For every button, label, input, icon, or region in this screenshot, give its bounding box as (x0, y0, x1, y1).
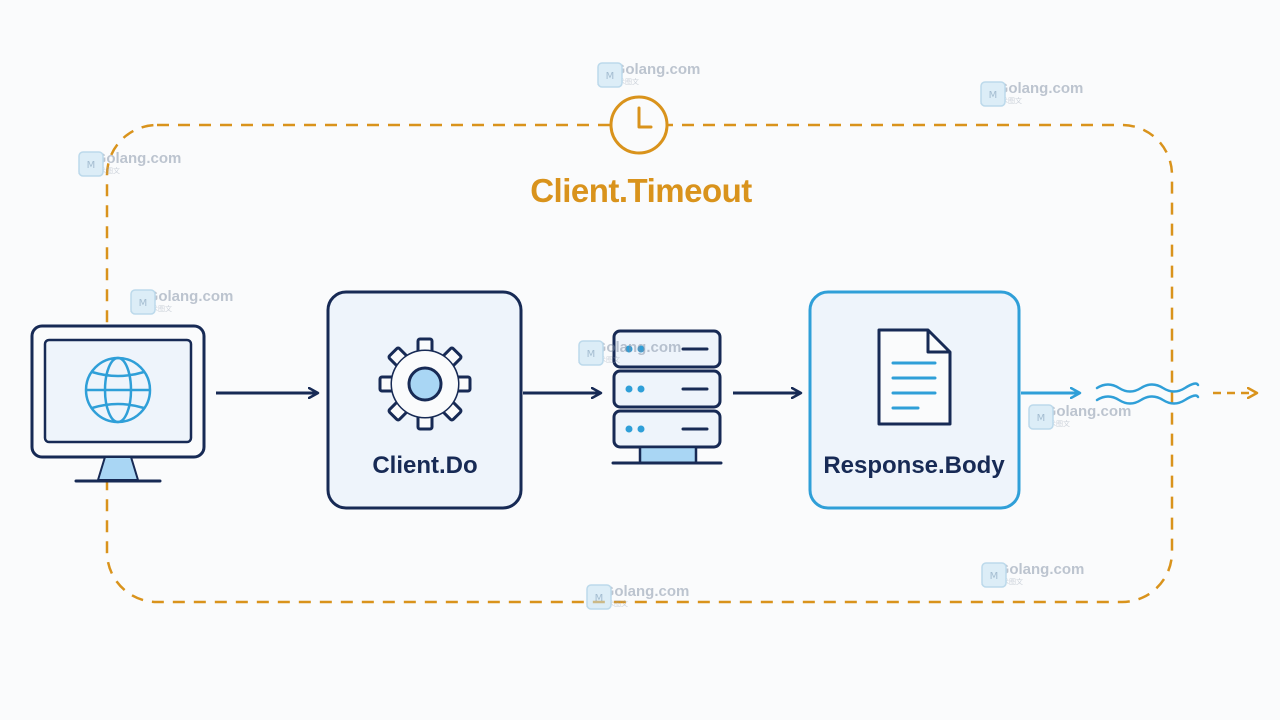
wave-stream-icon (1095, 382, 1200, 405)
gear-icon (378, 337, 472, 431)
timeout-label: Client.Timeout (530, 172, 752, 209)
client-do-label: Client.Do (372, 452, 478, 479)
server-rack-icon (611, 329, 723, 465)
client-do-box (326, 290, 523, 510)
clock-icon (609, 95, 669, 155)
globe-monitor-icon (30, 324, 206, 483)
globe-icon (84, 356, 152, 424)
response-body-box (808, 290, 1021, 510)
response-body-label: Response.Body (823, 452, 1005, 479)
document-icon (877, 328, 952, 426)
